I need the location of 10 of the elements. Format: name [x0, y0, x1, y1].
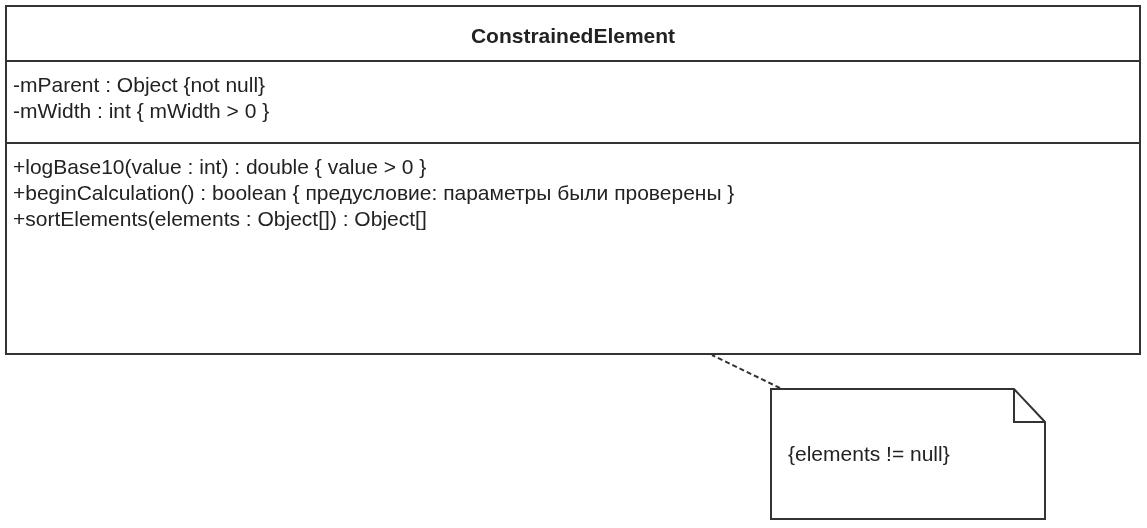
note-shape [770, 388, 1046, 520]
operation: +beginCalculation() : boolean { предусловие: параметры были проверены } [13, 180, 735, 206]
attribute: -mWidth : int { mWidth > 0 } [13, 98, 270, 124]
class-box [5, 5, 1141, 355]
operation: +logBase10(value : int) : double { value > 0 } [13, 154, 427, 180]
operation: +sortElements(elements : Object[]) : Object[] [13, 206, 427, 232]
class-name: ConstrainedElement [470, 23, 676, 49]
attribute: -mParent : Object {not null} [13, 72, 266, 98]
note-text: {elements != null} [788, 442, 950, 466]
note-connector [711, 354, 781, 389]
